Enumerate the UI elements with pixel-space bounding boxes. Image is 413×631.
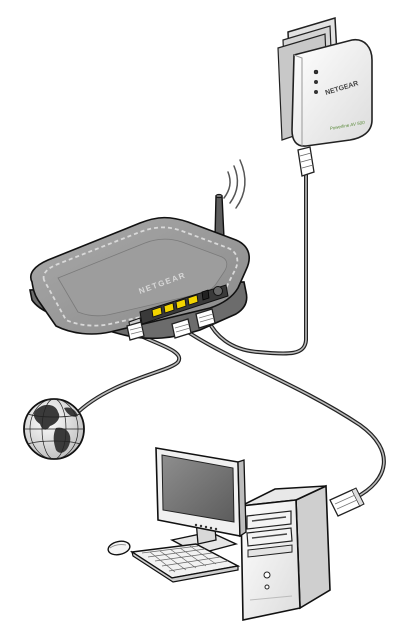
- power-button: [213, 286, 223, 296]
- monitor-screen: [161, 454, 235, 523]
- computer-tower: [240, 484, 365, 621]
- wan-plug: [126, 321, 145, 341]
- lan-port-1: [151, 306, 163, 318]
- wifi-signal-icon: [223, 159, 246, 209]
- adapter-ethernet-plug: [297, 146, 315, 177]
- lan-port-3: [175, 298, 187, 310]
- adapter-model-label: Powerline AV 500: [329, 120, 365, 131]
- cables: [73, 173, 386, 500]
- lan-port-2: [163, 302, 175, 314]
- lan-port-4: [187, 294, 199, 306]
- router: NETGEAR: [29, 159, 250, 341]
- monitor-buttons: [194, 523, 218, 531]
- lan-ports: [151, 294, 199, 318]
- mouse: [107, 540, 131, 556]
- keyboard: [129, 543, 241, 583]
- router-cable-plugs: [126, 308, 216, 341]
- optical-drive-1: [246, 510, 292, 530]
- power-port: [201, 289, 210, 301]
- internet-globe-icon: [23, 398, 85, 460]
- optical-drive-2: [246, 527, 293, 547]
- router-port-panel: [128, 284, 229, 334]
- adapter-ethernet-led: [314, 90, 318, 94]
- adapter-powerline-led: [314, 80, 318, 84]
- lan-plug-computer: [171, 318, 192, 339]
- internet-cable: [73, 334, 182, 417]
- lan-plug-powerline: [195, 308, 216, 329]
- powerline-adapter: NETGEAR Powerline AV 500: [277, 17, 373, 177]
- computer-ethernet-plug: [329, 487, 365, 517]
- computer-monitor: [155, 447, 247, 555]
- tower-power-button: [263, 571, 271, 579]
- adapter-power-led: [313, 69, 319, 75]
